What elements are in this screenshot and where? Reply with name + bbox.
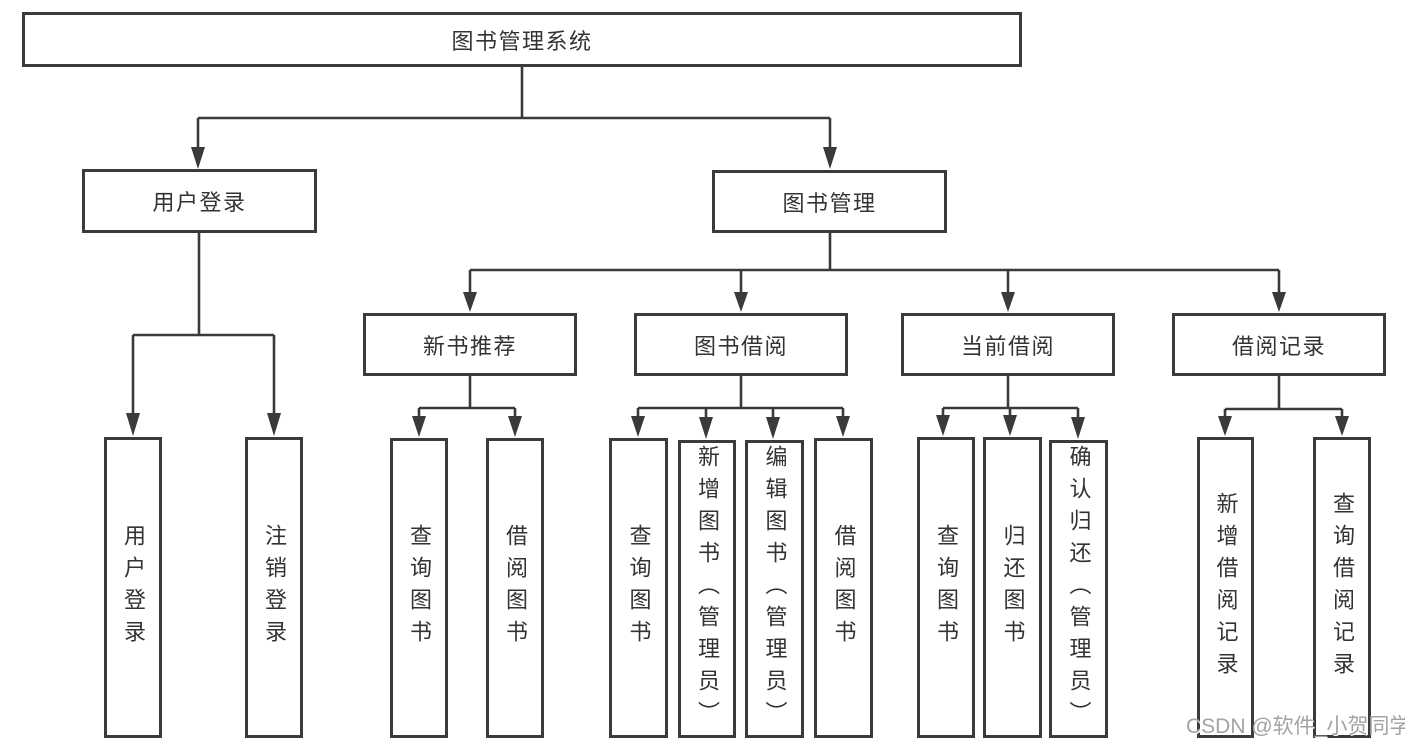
leaf-logout: 注销登录 — [245, 437, 303, 738]
arrowhead — [412, 416, 426, 437]
connector-book-management-branch — [468, 233, 1281, 293]
leaf-label: 查询图书 — [407, 524, 432, 652]
leaf-borrow-books-recommend: 借阅图书 — [486, 438, 544, 738]
leaf-query-borrow-record: 查询借阅记录 — [1313, 437, 1371, 738]
leaf-label: 查询图书 — [626, 524, 652, 652]
arrowhead — [126, 413, 140, 436]
leaf-edit-book-admin: 编辑图书（管理员） — [745, 440, 804, 738]
node-label: 图书借阅 — [693, 333, 788, 359]
connector-book-borrowing-branch — [636, 376, 845, 418]
leaf-label: 确认归还（管理员） — [1066, 445, 1092, 733]
leaf-label: 查询借阅记录 — [1330, 491, 1355, 684]
node-book-management: 图书管理 — [712, 170, 947, 233]
leaf-query-books-borrowing: 查询图书 — [609, 438, 668, 738]
connector-root-branch — [196, 67, 832, 148]
arrowhead — [1003, 415, 1017, 436]
leaf-user-login: 用户登录 — [104, 437, 162, 738]
leaf-label: 编辑图书（管理员） — [762, 445, 788, 733]
node-label: 用户登录 — [152, 190, 247, 215]
node-new-book-recommendation: 新书推荐 — [363, 313, 577, 376]
leaf-label: 用户登录 — [121, 523, 146, 652]
arrowhead — [766, 417, 780, 439]
leaf-borrow-books-borrowing: 借阅图书 — [814, 438, 873, 738]
arrowhead — [191, 147, 205, 169]
arrowhead — [1335, 416, 1349, 436]
arrowhead — [1001, 292, 1015, 312]
node-borrowing-records: 借阅记录 — [1172, 313, 1386, 376]
connector-current-borrowing-branch — [941, 376, 1080, 418]
leaf-query-books-recommend: 查询图书 — [390, 438, 448, 738]
arrowhead — [463, 292, 477, 312]
leaf-confirm-return-admin: 确认归还（管理员） — [1049, 440, 1108, 738]
leaf-return-books: 归还图书 — [983, 437, 1042, 738]
connector-new-book-branch — [417, 376, 517, 417]
node-label: 新书推荐 — [422, 333, 517, 359]
leaf-label: 查询图书 — [934, 523, 959, 652]
arrowhead — [699, 417, 713, 439]
arrowhead — [508, 416, 522, 437]
arrowhead — [1272, 292, 1286, 312]
leaf-label: 注销登录 — [262, 523, 287, 652]
arrowhead — [823, 147, 837, 169]
leaf-label: 新增图书（管理员） — [695, 445, 720, 733]
leaf-label: 新增借阅记录 — [1213, 491, 1239, 684]
node-label: 图书管理 — [782, 190, 877, 216]
leaf-label: 归还图书 — [1000, 523, 1026, 652]
connector-user-login-branch — [131, 233, 276, 414]
csdn-watermark: CSDN @软件_小贺同学 — [1186, 715, 1405, 738]
leaf-add-borrow-record: 新增借阅记录 — [1197, 437, 1254, 738]
arrowhead — [267, 413, 281, 436]
leaf-query-books-current: 查询图书 — [917, 437, 975, 738]
node-label: 借阅记录 — [1231, 333, 1326, 359]
leaf-label: 借阅图书 — [503, 524, 528, 652]
arrowhead — [631, 416, 645, 437]
arrowhead — [734, 292, 748, 312]
node-book-borrowing: 图书借阅 — [634, 313, 848, 376]
node-current-borrowing: 当前借阅 — [901, 313, 1115, 376]
connector-borrowing-records-branch — [1223, 376, 1344, 417]
leaf-label: 借阅图书 — [831, 524, 857, 652]
arrowhead — [1218, 416, 1232, 436]
node-label: 图书管理系统 — [451, 28, 593, 54]
arrowhead — [936, 415, 950, 436]
arrowhead — [836, 416, 850, 437]
leaf-add-book-admin: 新增图书（管理员） — [678, 440, 736, 738]
node-label: 当前借阅 — [960, 333, 1055, 359]
arrowhead — [1071, 417, 1085, 439]
node-library-management-system: 图书管理系统 — [22, 12, 1022, 67]
node-user-login: 用户登录 — [82, 169, 317, 233]
